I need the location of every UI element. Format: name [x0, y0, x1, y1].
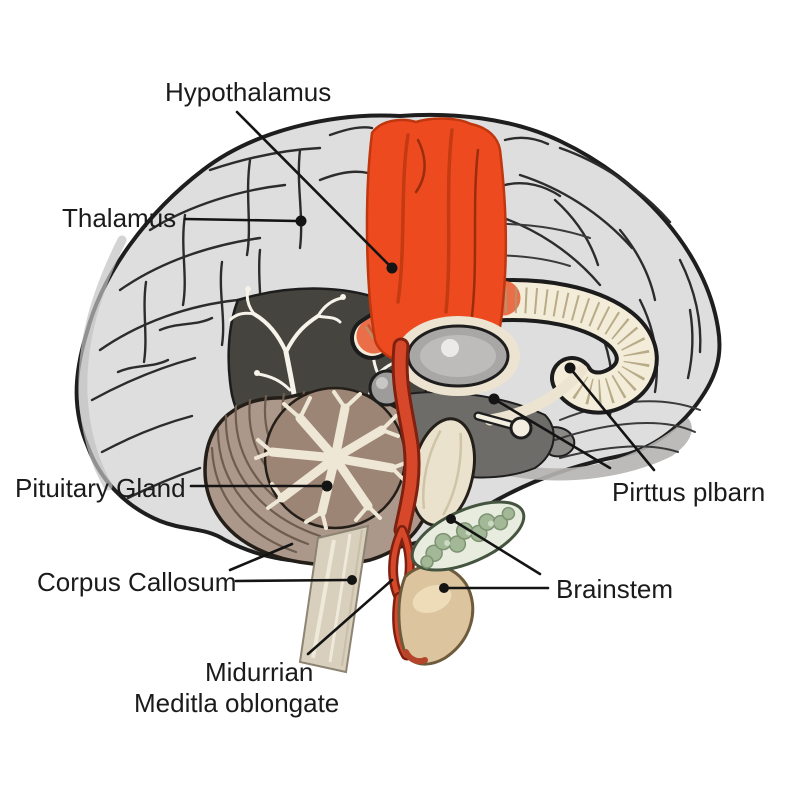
spinal-cord [298, 524, 370, 674]
label-brainstem: Brainstem [556, 574, 673, 604]
pineal-leader-1 [568, 366, 656, 472]
highlight-shape [365, 117, 508, 366]
label-pineal-region: Pirttus plbarn [612, 477, 765, 507]
pineal-gland [473, 411, 533, 440]
leader-lines [183, 110, 656, 656]
corpus-leader-1 [228, 542, 294, 572]
label-corpus-callosum: Corpus Callosum [37, 567, 236, 597]
midbrain-leader [306, 578, 394, 656]
arbor-vitae [254, 386, 410, 530]
medulla-gourd [397, 563, 475, 666]
hypothalamus-highlight [365, 117, 508, 366]
label-midbrain-line1: Midurrian [205, 657, 313, 687]
corpus-marker [347, 575, 357, 585]
cortex-inner-shadow [78, 235, 127, 491]
occipital-shadow [500, 418, 692, 481]
label-midbrain-line2: Meditla oblongate [134, 688, 339, 718]
pineal-marker-1 [564, 362, 576, 374]
brainstem-marker-1 [446, 514, 456, 524]
pineal-leader-2 [492, 397, 612, 470]
label-thalamus: Thalamus [62, 203, 176, 233]
hypothalamus-marker [386, 262, 398, 274]
gyri-lines [90, 126, 702, 500]
pod-bubbles [420, 506, 516, 569]
thalamus-marker [295, 215, 307, 227]
thalamus-leader [183, 217, 299, 223]
pituitary-marker [321, 480, 333, 492]
pineal-marker-2 [488, 393, 500, 405]
text-labels: Hypothalamus Thalamus Pituitary Gland Co… [15, 77, 765, 718]
label-pituitary-gland: Pituitary Gland [15, 473, 186, 503]
brainstem-marker-2 [439, 583, 449, 593]
cerebellum [203, 386, 436, 567]
thalamus-group [396, 316, 520, 396]
label-hypothalamus: Hypothalamus [165, 77, 331, 107]
green-pod [410, 500, 526, 572]
hypothalamus-leader [235, 110, 392, 268]
brainstem-leader-1 [449, 517, 542, 576]
corpus-leader-2 [234, 578, 350, 583]
